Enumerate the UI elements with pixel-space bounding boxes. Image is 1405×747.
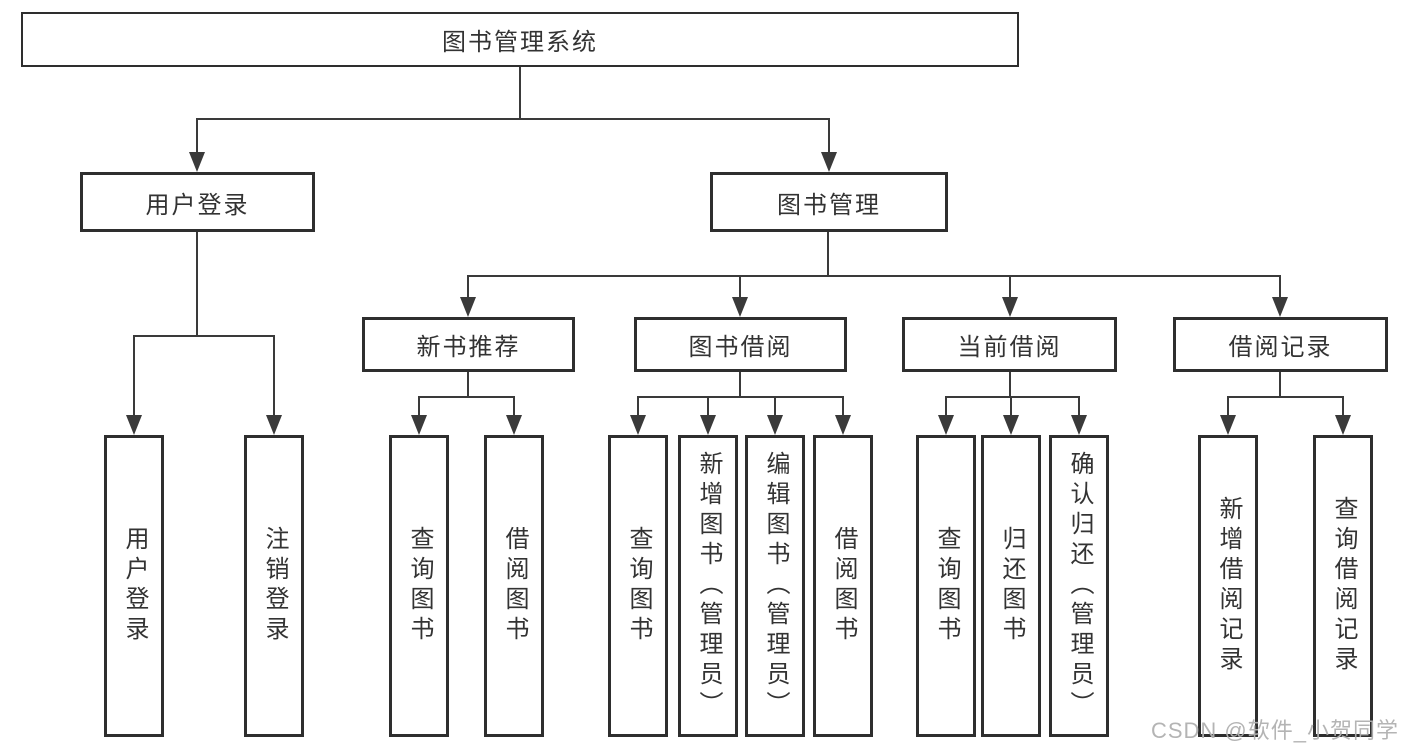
connector-line	[133, 335, 135, 415]
node-label: 查询图书	[933, 526, 960, 646]
connector-line	[196, 118, 198, 152]
connector-arrow	[126, 415, 142, 435]
node-book-management: 图书管理	[710, 172, 948, 232]
node-label: 归还图书	[998, 526, 1025, 646]
connector-arrow	[1003, 415, 1019, 435]
connector-arrow	[700, 415, 716, 435]
connector-line	[1010, 396, 1012, 415]
node-label: 用户登录	[121, 526, 148, 646]
connector-line	[739, 372, 741, 396]
connector-line	[273, 335, 275, 415]
node-label: 图书管理系统	[442, 29, 598, 56]
connector-arrow	[938, 415, 954, 435]
connector-arrow	[1002, 297, 1018, 317]
node-library-management-system: 图书管理系统	[21, 12, 1019, 67]
connector-line	[418, 396, 420, 415]
connector-arrow	[821, 152, 837, 172]
leaf-return-books: 归还图书	[981, 435, 1041, 737]
node-label: 新增图书（管理员）	[695, 451, 722, 721]
connector-line	[707, 396, 709, 415]
connector-line	[1009, 275, 1011, 297]
connector-arrow	[189, 152, 205, 172]
connector-line	[774, 396, 776, 415]
connector-line	[945, 396, 1080, 398]
connector-arrow	[767, 415, 783, 435]
node-label: 借阅记录	[1228, 334, 1333, 361]
connector-line	[1279, 275, 1281, 297]
connector-arrow	[506, 415, 522, 435]
leaf-add-books-admin: 新增图书（管理员）	[678, 435, 738, 737]
connector-line	[467, 372, 469, 396]
node-label: 图书管理	[777, 191, 881, 219]
connector-arrow	[630, 415, 646, 435]
leaf-query-books-borrowing: 查询图书	[608, 435, 668, 737]
watermark: CSDN @软件_小贺同学	[1150, 718, 1399, 743]
node-label: 借阅图书	[501, 526, 528, 646]
node-current-borrowing: 当前借阅	[902, 317, 1117, 372]
connector-arrow	[411, 415, 427, 435]
connector-arrow	[266, 415, 282, 435]
node-label: 查询借阅记录	[1330, 496, 1357, 676]
connector-line	[1227, 396, 1229, 415]
node-borrowing-records: 借阅记录	[1173, 317, 1388, 372]
node-label: 图书借阅	[688, 334, 793, 361]
connector-line	[1342, 396, 1344, 415]
leaf-confirm-return-admin: 确认归还（管理员）	[1049, 435, 1109, 737]
node-label: 新书推荐	[416, 334, 521, 361]
connector-line	[945, 396, 947, 415]
connector-arrow	[1220, 415, 1236, 435]
connector-line	[828, 118, 830, 152]
leaf-logout: 注销登录	[244, 435, 304, 737]
leaf-borrow-books-borrowing: 借阅图书	[813, 435, 873, 737]
connector-arrow	[732, 297, 748, 317]
leaf-edit-books-admin: 编辑图书（管理员）	[745, 435, 805, 737]
node-label: 用户登录	[145, 191, 250, 219]
leaf-query-books-recommend: 查询图书	[389, 435, 449, 737]
leaf-query-books-current: 查询图书	[916, 435, 976, 737]
connector-arrow	[1272, 297, 1288, 317]
connector-arrow	[1071, 415, 1087, 435]
node-label: 借阅图书	[830, 526, 857, 646]
connector-arrow	[1335, 415, 1351, 435]
connector-line	[637, 396, 639, 415]
node-user-login: 用户登录	[80, 172, 315, 232]
connector-arrow	[460, 297, 476, 317]
node-new-book-recommend: 新书推荐	[362, 317, 575, 372]
node-book-borrowing: 图书借阅	[634, 317, 847, 372]
connector-line	[133, 335, 275, 337]
connector-line	[467, 275, 1281, 277]
connector-line	[1227, 396, 1344, 398]
leaf-user-login: 用户登录	[104, 435, 164, 737]
node-label: 确认归还（管理员）	[1066, 451, 1093, 721]
node-label: 查询图书	[625, 526, 652, 646]
connector-line	[196, 232, 198, 335]
node-label: 编辑图书（管理员）	[762, 451, 789, 721]
connector-line	[196, 118, 830, 120]
connector-line	[842, 396, 844, 415]
connector-line	[519, 67, 521, 118]
connector-line	[739, 275, 741, 297]
connector-line	[1279, 372, 1281, 396]
connector-line	[637, 396, 844, 398]
connector-line	[418, 396, 515, 398]
connector-line	[1078, 396, 1080, 415]
node-label: 新增借阅记录	[1215, 496, 1242, 676]
connector-line	[513, 396, 515, 415]
node-label: 当前借阅	[957, 334, 1062, 361]
connector-line	[1009, 372, 1011, 396]
leaf-query-borrow-record: 查询借阅记录	[1313, 435, 1373, 737]
node-label: 查询图书	[406, 526, 433, 646]
node-label: 注销登录	[261, 526, 288, 646]
leaf-add-borrow-record: 新增借阅记录	[1198, 435, 1258, 737]
connector-line	[467, 275, 469, 297]
leaf-borrow-books-recommend: 借阅图书	[484, 435, 544, 737]
connector-arrow	[835, 415, 851, 435]
connector-line	[827, 232, 829, 275]
